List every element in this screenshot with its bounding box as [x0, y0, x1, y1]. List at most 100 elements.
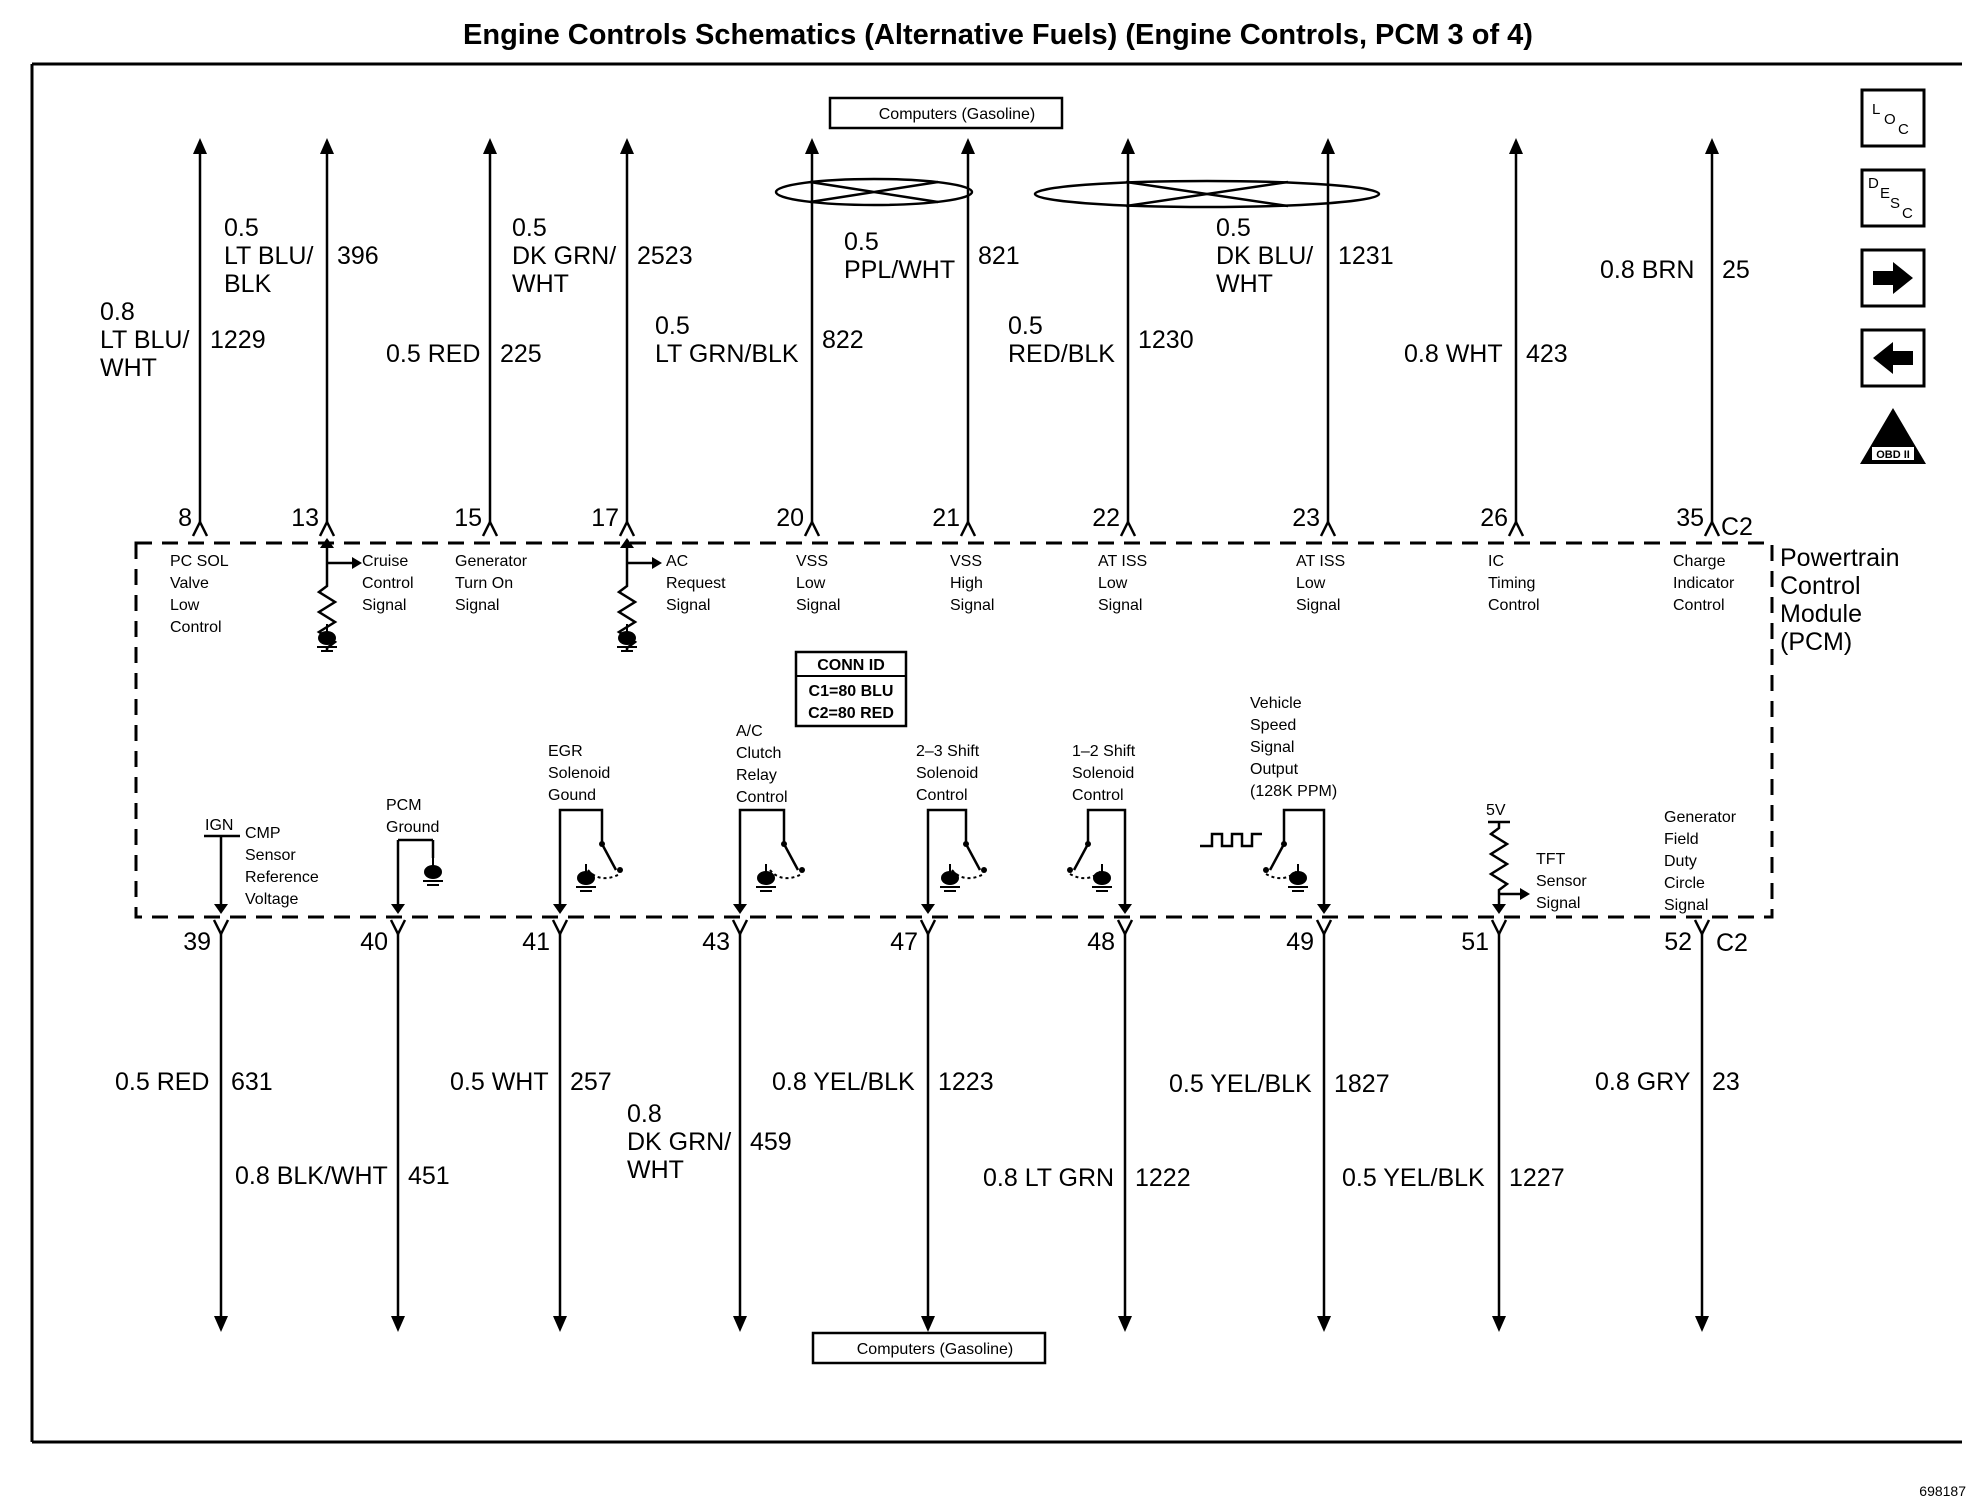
- twisted-pair-cross: [809, 180, 939, 204]
- pcm-boundary: [134, 541, 1774, 919]
- wire-color-label: LT BLU/: [224, 242, 313, 270]
- wire-color-label: 0.5: [224, 214, 259, 242]
- wire-color-label: WHT: [100, 354, 157, 382]
- arrow-up-icon: [1705, 138, 1719, 154]
- wire-color-label: DK GRN/: [512, 242, 616, 270]
- signal-description: Signal: [362, 597, 406, 614]
- svg-text:C: C: [1898, 121, 1909, 138]
- pin-number: 49: [1286, 928, 1314, 956]
- signal-description: Signal: [455, 597, 499, 614]
- connector-chevron: [618, 519, 636, 537]
- circuit-number: 423: [1526, 340, 1568, 368]
- wire-color-label: 0.5: [655, 312, 690, 340]
- signal-description: IC: [1488, 553, 1504, 570]
- wire-color-label: LT GRN/BLK: [655, 340, 799, 368]
- signal-description: TFT: [1536, 851, 1566, 868]
- signal-description: Indicator: [1673, 575, 1735, 592]
- previous-page-icon[interactable]: [1860, 328, 1926, 388]
- pcm-ground-symbol: [391, 838, 444, 914]
- signal-description: Signal: [1250, 739, 1294, 756]
- circuit-number: 821: [978, 242, 1020, 270]
- signal-description: 2–3 Shift: [916, 743, 980, 760]
- signal-description: AC: [666, 553, 688, 570]
- connector-chevron: [919, 919, 937, 937]
- signal-description: EGR: [548, 743, 583, 760]
- wire-color-label: 0.8 YEL/BLK: [772, 1068, 915, 1096]
- signal-description: Voltage: [245, 891, 298, 908]
- location-icon[interactable]: LOC: [1860, 88, 1926, 148]
- shift-2-3-driver-switch: [921, 808, 987, 914]
- signal-description: High: [950, 575, 983, 592]
- signal-description: AT ISS: [1296, 553, 1345, 570]
- signal-description: A/C: [736, 723, 763, 740]
- circuit-number: 1227: [1509, 1164, 1565, 1192]
- arrow-up-icon: [620, 138, 634, 154]
- next-page-icon[interactable]: [1860, 248, 1926, 308]
- signal-description: (128K PPM): [1250, 783, 1337, 800]
- signal-description: Relay: [736, 767, 777, 784]
- circuit-number: 1827: [1334, 1070, 1390, 1098]
- connector-chevron: [1507, 519, 1525, 537]
- connector-bottom-label: C2: [1716, 929, 1748, 957]
- signal-description: PCM: [386, 797, 422, 814]
- svg-text:(PCM): (PCM): [1780, 628, 1852, 656]
- egr-driver-switch: [553, 808, 623, 914]
- arrow-down-icon: [1118, 1316, 1132, 1332]
- svg-text:Powertrain: Powertrain: [1780, 544, 1900, 572]
- signal-description: CMP: [245, 825, 281, 842]
- pin-number: 47: [890, 928, 918, 956]
- wire-color-label: WHT: [627, 1156, 684, 1184]
- connector-chevron: [1703, 519, 1721, 537]
- wire-color-label: 0.5 YEL/BLK: [1169, 1070, 1312, 1098]
- signal-description: Low: [1296, 575, 1326, 592]
- circuit-number: 631: [231, 1068, 273, 1096]
- pin-number: 39: [183, 928, 211, 956]
- connector-chevron: [551, 919, 569, 937]
- five-volt-label: 5V: [1486, 802, 1506, 819]
- ign-label: IGN: [205, 817, 233, 834]
- wire-color-label: 0.8: [100, 298, 135, 326]
- signal-description: Request: [666, 575, 726, 592]
- arrow-down-icon: [214, 1316, 228, 1332]
- pin-number: 35: [1676, 504, 1704, 532]
- vehicle-speed-output-driver: [1200, 808, 1331, 914]
- wire-color-label: DK GRN/: [627, 1128, 731, 1156]
- shift-1-2-driver-switch: [1067, 808, 1132, 914]
- top-reference-box[interactable]: Computers (Gasoline): [828, 96, 1064, 130]
- arrow-up-icon: [320, 138, 334, 154]
- wire-color-label: 0.5 RED: [386, 340, 480, 368]
- twisted-pair-marker: [1033, 179, 1381, 209]
- connector-id-box: CONN ID C1=80 BLU C2=80 RED: [794, 650, 908, 728]
- svg-text:L: L: [1872, 101, 1880, 118]
- signal-description: Charge: [1673, 553, 1726, 570]
- ign-reference-symbol: IGN: [204, 817, 240, 914]
- pin-number: 43: [702, 928, 730, 956]
- svg-text:D: D: [1868, 175, 1879, 192]
- wire-color-label: 0.8 BLK/WHT: [235, 1162, 388, 1190]
- pin-number: 51: [1461, 928, 1489, 956]
- signal-description: Cruise: [362, 553, 408, 570]
- signal-description: Solenoid: [1072, 765, 1134, 782]
- signal-description: Speed: [1250, 717, 1296, 734]
- signal-description: Generator: [1664, 809, 1737, 826]
- signal-description: Circle: [1664, 875, 1705, 892]
- pin-number: 23: [1292, 504, 1320, 532]
- signal-description: Control: [736, 789, 788, 806]
- signal-description: Low: [1098, 575, 1128, 592]
- signal-description: Gound: [548, 787, 596, 804]
- obd-ii-icon[interactable]: OBD II: [1860, 408, 1926, 464]
- figure-code: 698187: [1919, 1483, 1966, 1499]
- wire-color-label: 0.5: [844, 228, 879, 256]
- signal-description: Signal: [1098, 597, 1142, 614]
- pin-number: 22: [1092, 504, 1120, 532]
- wire-color-label: 0.8: [627, 1100, 662, 1128]
- signal-description: Generator: [455, 553, 528, 570]
- signal-description: Solenoid: [548, 765, 610, 782]
- svg-text:Control: Control: [1780, 572, 1861, 600]
- bottom-reference-box[interactable]: Computers (Gasoline): [811, 1331, 1047, 1365]
- connector-chevron: [389, 919, 407, 937]
- svg-text:Module: Module: [1780, 600, 1862, 628]
